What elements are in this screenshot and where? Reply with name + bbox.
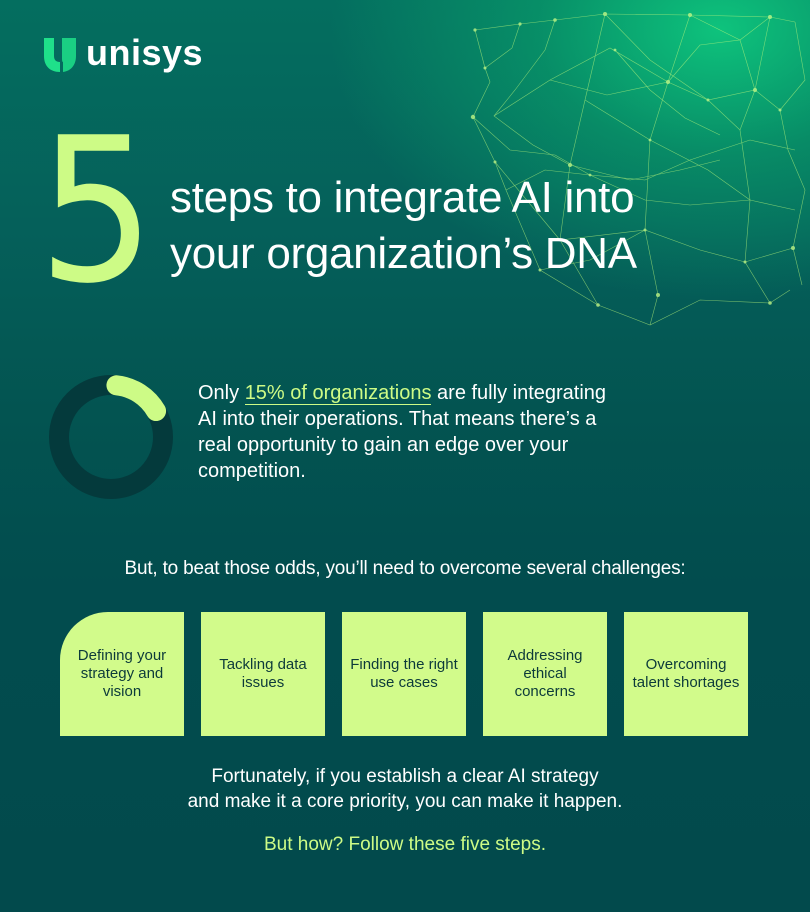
challenge-label: Finding the right use cases <box>350 656 458 691</box>
challenge-label: Addressing ethical concerns <box>507 647 583 700</box>
challenge-label: Tackling data issues <box>219 656 307 691</box>
percentage-donut-chart <box>49 374 173 499</box>
title-line-1: steps to integrate AI into <box>170 173 635 222</box>
title-line-2: your organization’s DNA <box>170 229 637 278</box>
call-to-action-text: But how? Follow these five steps. <box>264 834 546 855</box>
challenge-label: Overcoming talent shortages <box>632 656 740 691</box>
stat-prefix: Only <box>198 382 245 404</box>
stat-paragraph: Only 15% of organizations are fully inte… <box>198 380 618 484</box>
challenges-intro: But, to beat those odds, you’ll need to … <box>124 558 686 579</box>
brand-name: unisys <box>86 32 204 73</box>
challenge-card: Finding the right use cases <box>342 612 466 736</box>
challenge-card: Defining your strategy and vision <box>60 612 184 736</box>
stat-highlight-link[interactable]: 15% of organizations <box>244 382 432 405</box>
outro-line-2: and make it a core priority, you can mak… <box>187 791 623 812</box>
brand-logo: unisys <box>42 32 204 73</box>
hero-number: 5 <box>38 95 155 328</box>
stat-suffix: are fully integrating AI into their oper… <box>198 382 607 482</box>
challenge-label: Defining your strategy and vision <box>77 647 167 700</box>
challenges-cards: Defining your strategy and vision Tackli… <box>60 612 748 736</box>
page-title: steps to integrate AI into your organiza… <box>170 170 637 282</box>
unisys-u-logo-icon <box>44 38 76 72</box>
network-globe-graphic <box>470 12 806 326</box>
challenge-card: Overcoming talent shortages <box>624 612 748 736</box>
challenge-card: Addressing ethical concerns <box>483 612 607 736</box>
challenge-card: Tackling data issues <box>201 612 325 736</box>
outro-line-1: Fortunately, if you establish a clear AI… <box>211 766 599 787</box>
outro-paragraph: Fortunately, if you establish a clear AI… <box>0 764 810 814</box>
